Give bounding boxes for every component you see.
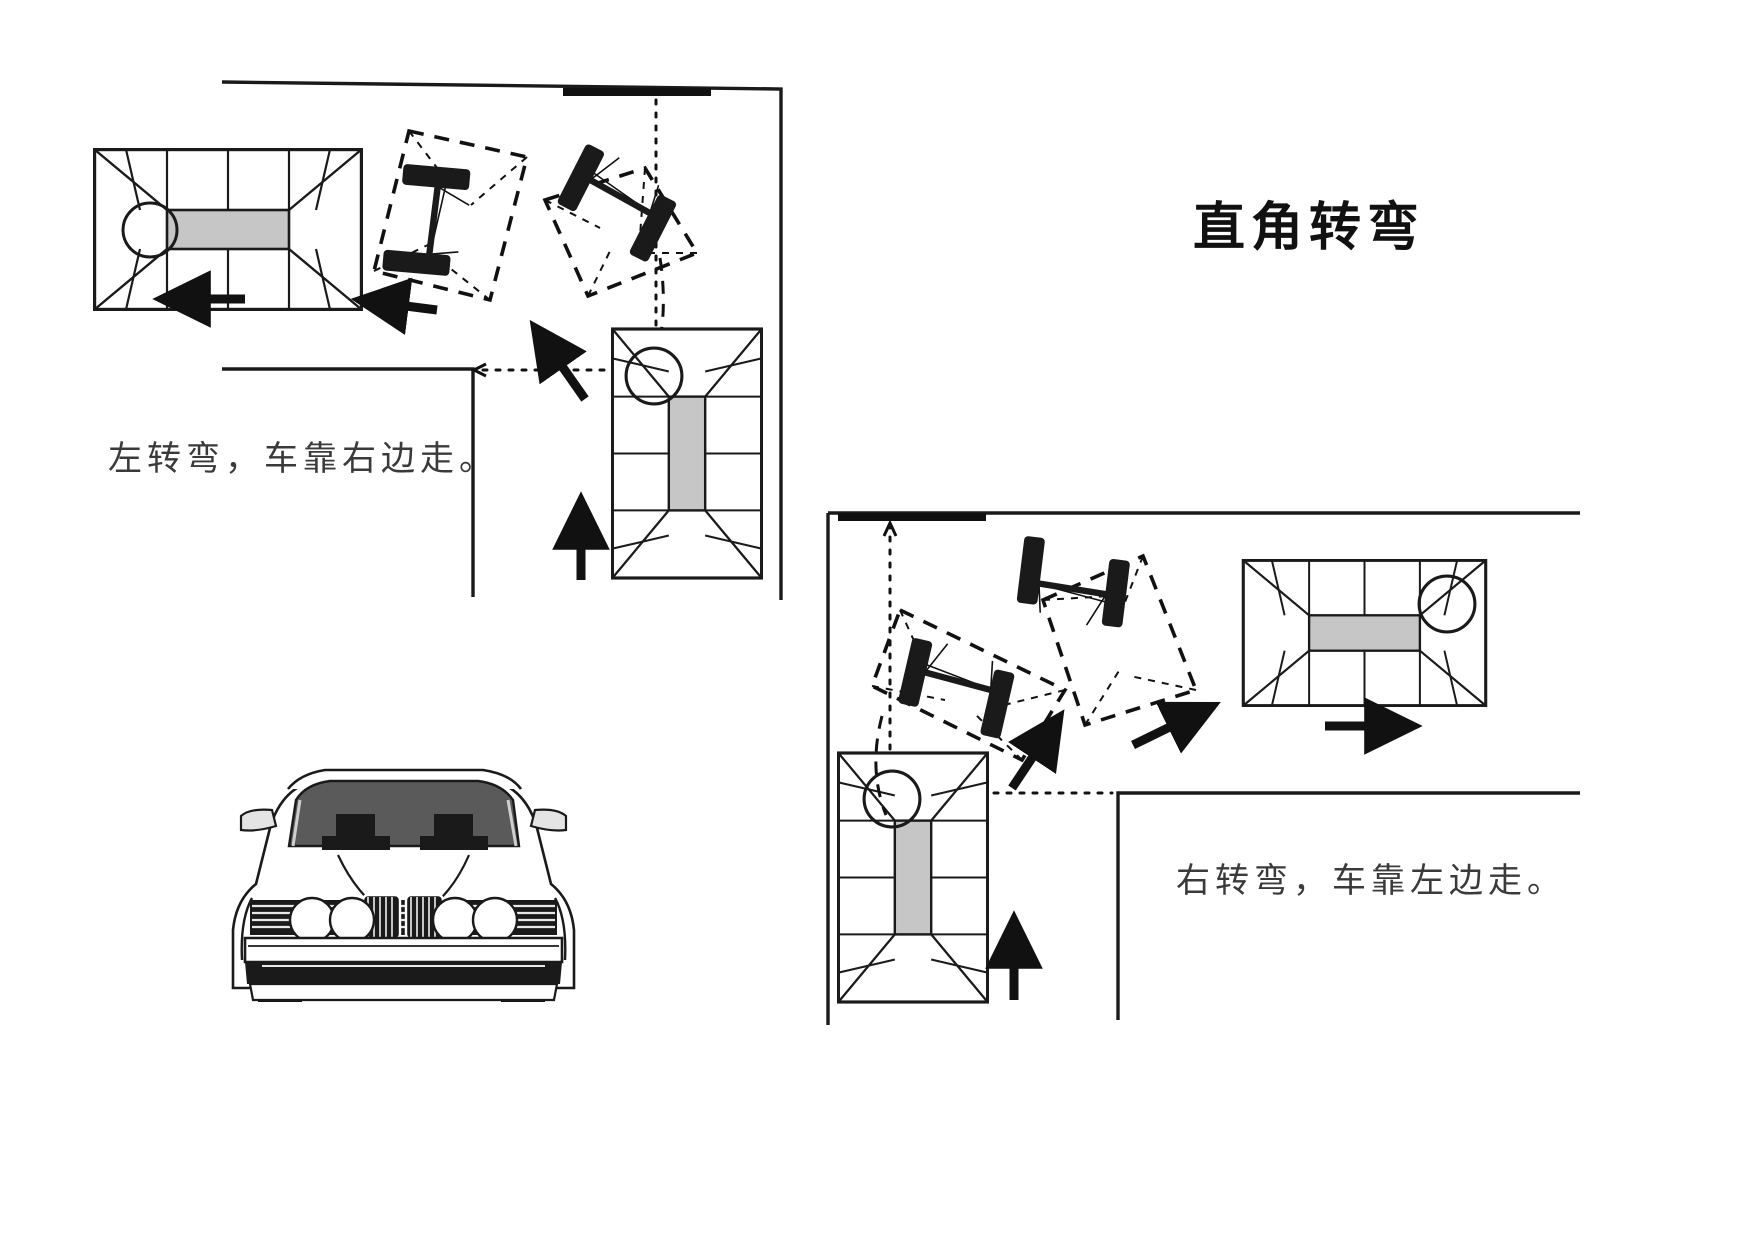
guide-dotted-arrowhead-left: [470, 362, 487, 378]
wheel-pair-stage-1-right: [889, 631, 1025, 742]
wheel-pair-stage-1-left: [379, 155, 477, 286]
car-top-view-start-right: [837, 751, 989, 1004]
page-title: 直角转弯: [1193, 199, 1426, 257]
arrow-mid-left: [350, 277, 438, 335]
ghost-frame-stage-2-right: [1040, 553, 1199, 728]
car-top-view-end-right: [1241, 559, 1488, 707]
ghost-curve-right: [874, 715, 888, 816]
stop-line-left: [563, 88, 711, 96]
diagram-right-turn: [826, 511, 1580, 1025]
caption-left-turn: 左转弯，车靠右边走。: [108, 441, 498, 478]
caption-right-turn: 右转弯，车靠左边走。: [1176, 863, 1566, 900]
diagram-left-turn: [93, 80, 783, 600]
car-front-view-illustration: [231, 768, 576, 1002]
wheel-pair-stage-2-left: [549, 138, 688, 266]
car-top-view-end-left: [93, 148, 363, 311]
ghost-curve-left: [655, 257, 665, 356]
car-top-view-start-left: [611, 327, 763, 580]
arrow-turn-up-left: [529, 319, 589, 402]
wheel-pair-stage-2-right: [1006, 533, 1139, 634]
stop-line-right: [838, 513, 986, 521]
arrow-turn-up-right: [1008, 709, 1065, 791]
ghost-frame-stage-2-left: [542, 165, 700, 299]
arrow-mid-right: [1131, 701, 1221, 754]
ghost-frame-stage-1-left: [371, 128, 530, 303]
guide-dotted-arrowhead-right: [882, 519, 898, 537]
